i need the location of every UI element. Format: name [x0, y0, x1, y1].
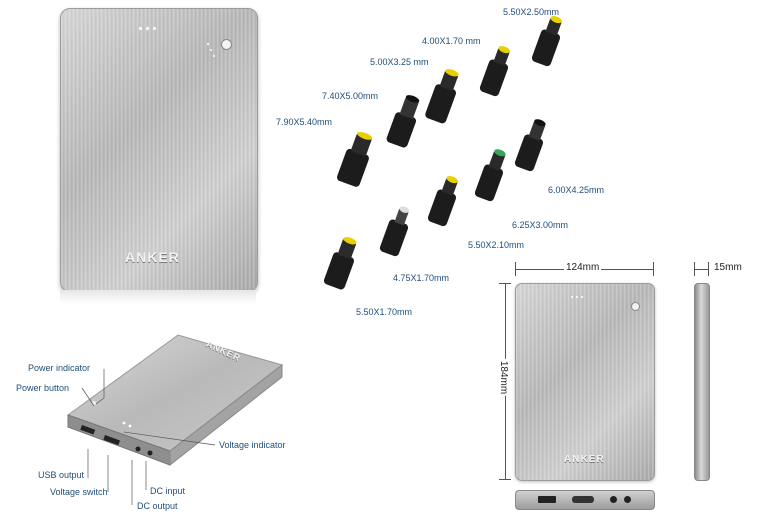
power-button [221, 39, 232, 50]
height-label: 184mm [498, 358, 510, 397]
tip-6-00x4-25 [514, 119, 546, 172]
tip-7-90x5-40 [337, 131, 373, 187]
tip-label: 5.00X3.25 mm [370, 57, 429, 67]
tip-label: 7.40X5.00mm [322, 91, 379, 101]
label-dc-input: DC input [150, 486, 186, 496]
tip-7-40x5-00 [386, 95, 420, 148]
voltage-indicator-lights [139, 27, 165, 31]
tip-label: 6.00X4.25mm [548, 185, 605, 195]
power-bank-angled [66, 334, 284, 467]
label-voltage-switch: Voltage switch [50, 487, 108, 497]
voltage-switch [572, 496, 594, 503]
power-bank-dimension-front: ANKER [515, 283, 655, 481]
label-power-indicator: Power indicator [28, 363, 91, 373]
tip-5-50x2-50 [531, 16, 562, 67]
dc-output-port [624, 496, 631, 503]
label-dc-output: DC output [137, 501, 178, 511]
power-button-small [631, 302, 640, 311]
power-bank-reflection [60, 290, 256, 304]
dc-input-port [610, 496, 617, 503]
power-bank-edge [515, 490, 655, 510]
tip-5-00x3-25 [425, 69, 459, 124]
power-indicator-lights [207, 43, 217, 63]
tip-label: 5.50X2.50mm [503, 7, 560, 17]
depth-label: 15mm [714, 262, 742, 273]
tip-4-00x1-70 [479, 46, 510, 97]
tip-label: 5.50X2.10mm [468, 240, 525, 250]
tip-6-25x3-00 [474, 149, 506, 202]
power-bank-front: ANKER [60, 8, 258, 292]
tip-4-75x1-70 [379, 206, 410, 257]
tip-label: 7.90X5.40mm [276, 117, 333, 127]
power-bank-side [694, 283, 710, 481]
tip-label: 4.00X1.70 mm [422, 36, 481, 46]
label-usb-output: USB output [38, 470, 85, 480]
label-power-button: Power button [16, 383, 70, 393]
tip-label: 5.50X1.70mm [356, 307, 413, 317]
width-label: 124mm [564, 262, 602, 273]
tip-5-50x1-70 [323, 237, 357, 290]
connector-tips [323, 16, 562, 290]
usb-port [538, 496, 556, 503]
brand-logo: ANKER [125, 249, 180, 265]
tip-label: 4.75X1.70mm [393, 273, 450, 283]
tip-label: 6.25X3.00mm [512, 220, 569, 230]
brand-logo-small: ANKER [564, 454, 605, 465]
label-voltage-indicator: Voltage indicator [219, 440, 286, 450]
tip-5-50x2-10 [427, 176, 458, 227]
